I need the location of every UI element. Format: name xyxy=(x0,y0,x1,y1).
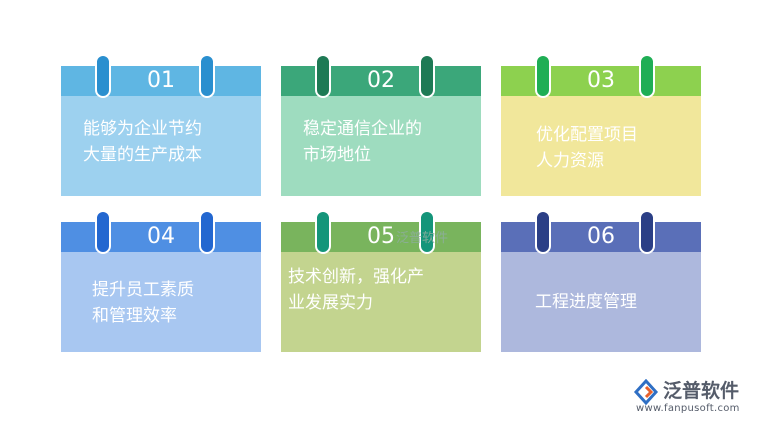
card-text-line: 和管理效率 xyxy=(92,306,177,326)
card-text-line: 人力资源 xyxy=(536,151,604,171)
card-body: 能够为企业节约 大量的生产成本 xyxy=(61,96,261,196)
logo-url: www.fanpusoft.com xyxy=(636,403,740,414)
card-number: 03 xyxy=(587,68,615,93)
card-text-line: 工程进度管理 xyxy=(535,292,637,312)
watermark: 泛普软件 xyxy=(396,231,449,246)
card-body: 优化配置项目 人力资源 xyxy=(501,96,701,196)
card-text-line: 业发展实力 xyxy=(288,293,373,313)
card-text-line: 提升员工素质 xyxy=(92,280,194,300)
binder-ring-icon xyxy=(639,54,655,98)
card-03: 03 优化配置项目 人力资源 xyxy=(501,54,701,196)
card-04: 04 提升员工素质 和管理效率 xyxy=(61,210,261,352)
binder-ring-icon xyxy=(95,210,111,254)
card-body: 技术创新，强化产 业发展实力 xyxy=(281,252,481,352)
binder-ring-icon xyxy=(315,210,331,254)
binder-ring-icon xyxy=(419,210,435,254)
card-body: 工程进度管理 xyxy=(501,252,701,352)
binder-ring-icon xyxy=(315,54,331,98)
card-body: 提升员工素质 和管理效率 xyxy=(61,252,261,352)
card-number: 02 xyxy=(367,68,395,93)
card-header: 04 xyxy=(61,222,261,252)
card-header: 03 xyxy=(501,66,701,96)
card-02: 02 稳定通信企业的 市场地位 xyxy=(281,54,481,196)
card-number: 05 xyxy=(367,224,395,249)
binder-ring-icon xyxy=(419,54,435,98)
card-header: 06 xyxy=(501,222,701,252)
card-number: 04 xyxy=(147,224,175,249)
binder-ring-icon xyxy=(199,210,215,254)
card-05: 05 技术创新，强化产 业发展实力 xyxy=(281,210,481,352)
binder-ring-icon xyxy=(95,54,111,98)
card-text-line: 大量的生产成本 xyxy=(83,145,202,165)
card-text-line: 优化配置项目 xyxy=(536,125,638,145)
binder-ring-icon xyxy=(199,54,215,98)
card-body: 稳定通信企业的 市场地位 xyxy=(281,96,481,196)
logo-name: 泛普软件 xyxy=(663,380,740,402)
card-header: 05 xyxy=(281,222,481,252)
logo-mark-icon xyxy=(633,379,659,405)
binder-ring-icon xyxy=(535,54,551,98)
brand-logo: 泛普软件 www.fanpusoft.com xyxy=(633,379,757,415)
card-number: 01 xyxy=(147,68,175,93)
card-text-line: 能够为企业节约 xyxy=(83,119,202,139)
binder-ring-icon xyxy=(639,210,655,254)
card-header: 01 xyxy=(61,66,261,96)
card-number: 06 xyxy=(587,224,615,249)
card-06: 06 工程进度管理 xyxy=(501,210,701,352)
card-header: 02 xyxy=(281,66,481,96)
binder-ring-icon xyxy=(535,210,551,254)
card-text-line: 稳定通信企业的 xyxy=(303,119,422,139)
card-text-line: 技术创新，强化产 xyxy=(288,267,424,287)
card-text-line: 市场地位 xyxy=(303,145,371,165)
card-01: 01 能够为企业节约 大量的生产成本 xyxy=(61,54,261,196)
